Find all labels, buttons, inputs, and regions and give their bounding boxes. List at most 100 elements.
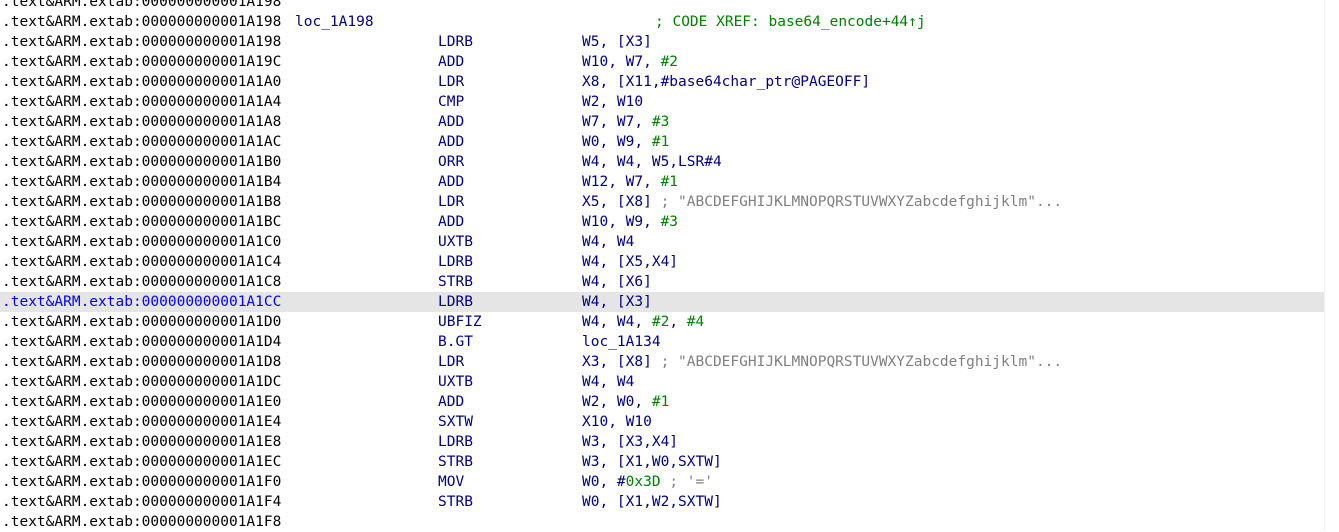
immediate-value[interactable]: #4 [686,314,705,330]
mnemonic[interactable]: UXTB [438,374,473,390]
operands[interactable]: W2, W10 [582,92,643,112]
operands[interactable]: W10, W7, #2 [582,52,678,72]
immediate-value[interactable]: #3 [660,214,679,230]
mnemonic[interactable]: STRB [438,274,473,290]
mnemonic[interactable]: LDR [438,354,465,370]
operand-text[interactable]: W4, W4, [582,314,652,330]
operand-text[interactable] [661,474,670,490]
operands[interactable]: W0, [X1,W2,SXTW] [582,492,722,512]
mnemonic[interactable]: ORR [438,154,465,170]
operand-text[interactable]: W10, W9, [582,214,661,230]
address[interactable]: .text&ARM.extab:000000000001A1A8 [2,114,282,130]
operands[interactable]: loc_1A134 [582,332,661,352]
operand-text[interactable]: W0, # [582,474,626,490]
listing-line[interactable]: .text&ARM.extab:000000000001A1B0 ORR W4, W… [0,152,1339,172]
operand-text[interactable]: X5, [X8] [582,194,661,210]
address[interactable]: .text&ARM.extab:000000000001A1F8 [2,514,282,530]
listing-line[interactable]: .text&ARM.extab:000000000001A1F0 MOV W0, #… [0,472,1339,492]
listing-line[interactable]: .text&ARM.extab:000000000001A1EC STRB W3, … [0,452,1339,472]
address[interactable]: .text&ARM.extab:000000000001A1B4 [2,174,282,190]
mnemonic[interactable]: LDRB [438,34,473,50]
listing-line[interactable]: .text&ARM.extab:000000000001A19C ADD W10, … [0,52,1339,72]
operands[interactable]: W3, [X3,X4] [582,432,678,452]
operands[interactable]: W3, [X1,W0,SXTW] [582,452,722,472]
listing-line[interactable]: .text&ARM.extab:000000000001A1F4 STRB W0, … [0,492,1339,512]
address[interactable]: .text&ARM.extab:000000000001A1C8 [2,274,282,290]
mnemonic[interactable]: ADD [438,54,465,70]
listing-line[interactable]: .text&ARM.extab:000000000001A1F8 [0,512,1339,532]
operands[interactable]: X5, [X8] ; "ABCDEFGHIJKLMNOPQRSTUVWXYZab… [582,192,1062,212]
operands[interactable]: W5, [X3] [582,32,652,52]
listing-line[interactable]: .text&ARM.extab:000000000001A1AC ADD W0, W… [0,132,1339,152]
address[interactable]: .text&ARM.extab:000000000001A1F4 [2,494,282,510]
xref-comment[interactable]: ; CODE XREF: base64_encode+44↑j [655,14,926,30]
listing-line[interactable]: .text&ARM.extab:000000000001A198 loc_1A19… [0,12,1339,32]
immediate-value[interactable]: #2 [660,54,679,70]
operands[interactable]: W0, W9, #1 [582,132,669,152]
operands[interactable]: W4, [X5,X4] [582,252,678,272]
address[interactable]: .text&ARM.extab:000000000001A1B0 [2,154,282,170]
mnemonic[interactable]: MOV [438,474,465,490]
operand-comment[interactable]: ; "ABCDEFGHIJKLMNOPQRSTUVWXYZabcdefghijk… [660,354,1063,370]
mnemonic[interactable]: STRB [438,454,473,470]
address[interactable]: .text&ARM.extab:000000000001A1A4 [2,94,282,110]
operands[interactable]: W12, W7, #1 [582,172,678,192]
operand-text[interactable]: W7, W7, [582,114,652,130]
mnemonic[interactable]: ADD [438,174,465,190]
operand-comment[interactable]: ; "ABCDEFGHIJKLMNOPQRSTUVWXYZabcdefghijk… [660,194,1063,210]
listing-line[interactable]: .text&ARM.extab:000000000001A1C8 STRB W4, … [0,272,1339,292]
operand-text[interactable]: W10, W7, [582,54,661,70]
mnemonic[interactable]: LDR [438,194,465,210]
mnemonic[interactable]: LDRB [438,294,473,310]
operand-text[interactable]: W2, W10 [582,94,644,110]
operand-text[interactable]: W4, W4, W5,LSR#4 [582,154,722,170]
address[interactable]: .text&ARM.extab:000000000001A19C [2,54,282,70]
address[interactable]: .text&ARM.extab:000000000001A1D0 [2,314,282,330]
operands[interactable]: W4, W4, W5,LSR#4 [582,152,722,172]
address[interactable]: .text&ARM.extab:000000000001A1B8 [2,194,282,210]
operand-text[interactable]: X8, [X11,#base64char_ptr@PAGEOFF] [582,74,871,90]
immediate-value[interactable]: #3 [651,114,670,130]
immediate-value[interactable]: #1 [651,134,670,150]
immediate-value[interactable]: #1 [651,394,670,410]
mnemonic[interactable]: ADD [438,134,465,150]
operands[interactable]: W4, [X3] [582,292,652,312]
address[interactable]: .text&ARM.extab:000000000001A1F0 [2,474,282,490]
address[interactable]: .text&ARM.extab:000000000001A1EC [2,454,282,470]
address[interactable]: .text&ARM.extab:000000000001A198 [2,14,282,30]
operands[interactable]: W0, #0x3D ; '=' [582,472,713,492]
scrollbar-track[interactable] [1324,0,1339,531]
address[interactable]: .text&ARM.extab:000000000001A1C4 [2,254,282,270]
operands[interactable]: X8, [X11,#base64char_ptr@PAGEOFF] [582,72,870,92]
address[interactable]: .text&ARM.extab:000000000001A1E0 [2,394,282,410]
operand-text[interactable]: , [669,314,687,330]
operands[interactable]: W4, [X6] [582,272,652,292]
mnemonic[interactable]: ADD [438,214,465,230]
address[interactable]: .text&ARM.extab:000000000001A1A0 [2,74,282,90]
address[interactable]: .text&ARM.extab:000000000001A1AC [2,134,282,150]
mnemonic[interactable]: B.GT [438,334,473,350]
operands[interactable]: X3, [X8] ; "ABCDEFGHIJKLMNOPQRSTUVWXYZab… [582,352,1062,372]
address[interactable]: .text&ARM.extab:000000000001A1E8 [2,434,282,450]
operand-text[interactable]: W4, W4 [582,234,635,250]
operands[interactable]: W7, W7, #3 [582,112,669,132]
mnemonic[interactable]: UXTB [438,234,473,250]
address[interactable]: .text&ARM.extab:000000000001A198 [2,34,282,50]
code-label[interactable]: loc_1A198 [295,14,374,30]
operand-text[interactable]: W5, [X3] [582,34,652,50]
operand-text[interactable]: loc_1A134 [582,334,661,350]
operand-comment[interactable]: ; '=' [669,474,713,490]
mnemonic[interactable]: STRB [438,494,473,510]
operands[interactable]: W4, W4, #2, #4 [582,312,704,332]
